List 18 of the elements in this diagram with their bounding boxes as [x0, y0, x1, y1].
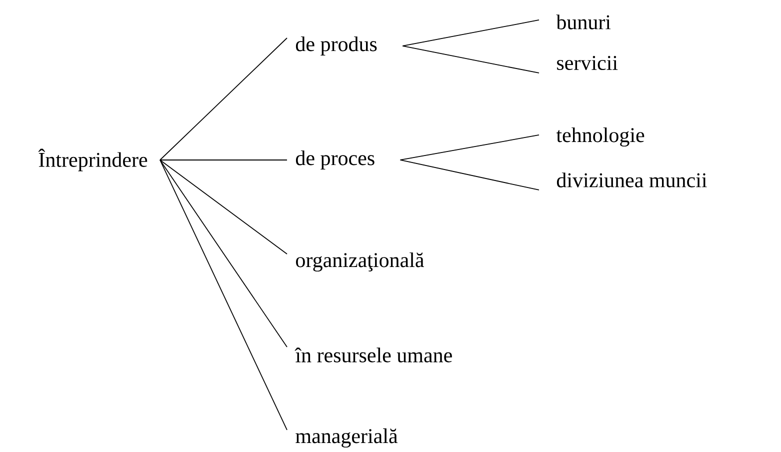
connector-line — [160, 38, 288, 160]
leaf-label: diviziunea muncii — [556, 172, 707, 188]
connector-line — [160, 160, 288, 430]
connector-line — [402, 20, 540, 46]
branch-label: în resursele umane — [294, 348, 452, 362]
branch-label: organizaţională — [296, 252, 424, 272]
root-label: Întreprindere — [38, 148, 148, 172]
connector-line — [160, 160, 288, 254]
connector-line — [400, 160, 540, 190]
leaf-label: tehnologie — [556, 127, 644, 147]
connector-line — [400, 134, 540, 160]
connector-line — [402, 46, 540, 74]
branch-label: de produs — [296, 36, 377, 56]
leaf-label: servicii — [557, 56, 618, 70]
leaf-label: bunuri — [556, 14, 611, 30]
branch-label: de proces — [296, 150, 374, 170]
branch-label: managerială — [296, 428, 398, 448]
connector-line — [160, 160, 288, 348]
